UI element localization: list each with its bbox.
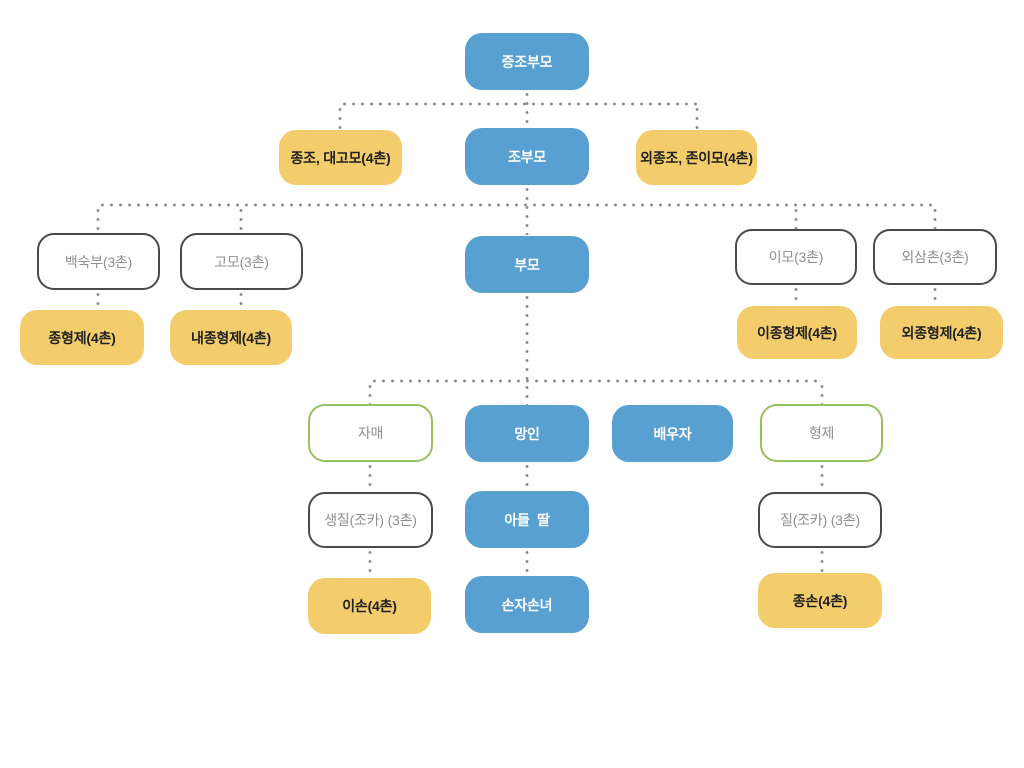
node-maternal-uncle: 외삼촌(3촌) bbox=[873, 229, 997, 285]
connector-v-paternal-cousins bbox=[96, 290, 100, 310]
node-sisters: 자매 bbox=[308, 404, 433, 462]
node-deceased: 망인 bbox=[465, 405, 589, 462]
connector-v-maternal-uncle-cousins bbox=[933, 285, 937, 306]
node-paternal-uncles: 백숙부(3촌) bbox=[37, 233, 160, 290]
connector-v-brothers bbox=[820, 382, 824, 404]
node-maternal-aunt-cousins: 이종형제(4촌) bbox=[737, 306, 857, 359]
connector-h-great-grandparents bbox=[340, 102, 698, 106]
connector-v-maternal-uncle bbox=[933, 206, 937, 229]
node-sisters-children: 생질(조카) (3촌) bbox=[308, 492, 433, 548]
node-paternal-aunt-cousins: 내종형제(4촌) bbox=[170, 310, 292, 365]
connector-v-grand-uncles bbox=[338, 105, 342, 130]
connector-v-sisters bbox=[368, 382, 372, 404]
connector-h-parents bbox=[370, 379, 823, 383]
node-grandparents: 조부모 bbox=[465, 128, 589, 185]
connector-v-paternal-uncles bbox=[96, 206, 100, 233]
node-grandchildren: 손자손녀 bbox=[465, 576, 589, 633]
connector-v-greatgp-gp bbox=[525, 90, 529, 129]
node-brothers-grandchildren: 종손(4촌) bbox=[758, 573, 882, 628]
node-spouse: 배우자 bbox=[612, 405, 733, 462]
connector-v-paternal-aunt bbox=[239, 206, 243, 233]
node-maternal-uncle-cousins: 외종형제(4촌) bbox=[880, 306, 1003, 359]
connector-v-maternal-aunt-cousins bbox=[794, 285, 798, 306]
node-brothers: 형제 bbox=[760, 404, 883, 462]
connector-v-brothers-children bbox=[820, 462, 824, 492]
node-maternal-grand-uncles-aunts: 외종조, 존이모(4촌) bbox=[636, 130, 757, 185]
connector-v-paternal-aunt-cousins bbox=[239, 290, 243, 310]
connector-v-brothers-grandchildren bbox=[820, 548, 824, 572]
connector-v-parents-deceased bbox=[525, 293, 529, 405]
node-parents: 부모 bbox=[465, 236, 589, 293]
node-paternal-cousins: 종형제(4촌) bbox=[20, 310, 144, 365]
node-maternal-aunt: 이모(3촌) bbox=[735, 229, 857, 285]
connector-v-sisters-children bbox=[368, 462, 372, 492]
connector-h-grandparents bbox=[98, 203, 935, 207]
node-sisters-grandchildren: 이손(4촌) bbox=[308, 578, 431, 634]
connector-v-maternal-aunt bbox=[794, 206, 798, 229]
node-brothers-children: 질(조카) (3촌) bbox=[758, 492, 882, 548]
node-great-grandparents: 증조부모 bbox=[465, 33, 589, 90]
connector-v-sisters-grandchildren bbox=[368, 548, 372, 577]
connector-v-grandchildren bbox=[525, 548, 529, 575]
node-grand-uncles-aunts: 종조, 대고모(4촌) bbox=[279, 130, 402, 185]
connector-v-children bbox=[525, 462, 529, 491]
connector-v-gp-parents bbox=[525, 185, 529, 235]
node-children: 아들 딸 bbox=[465, 491, 589, 548]
connector-v-maternal-grand-uncles bbox=[695, 105, 699, 130]
node-paternal-aunt: 고모(3촌) bbox=[180, 233, 303, 290]
